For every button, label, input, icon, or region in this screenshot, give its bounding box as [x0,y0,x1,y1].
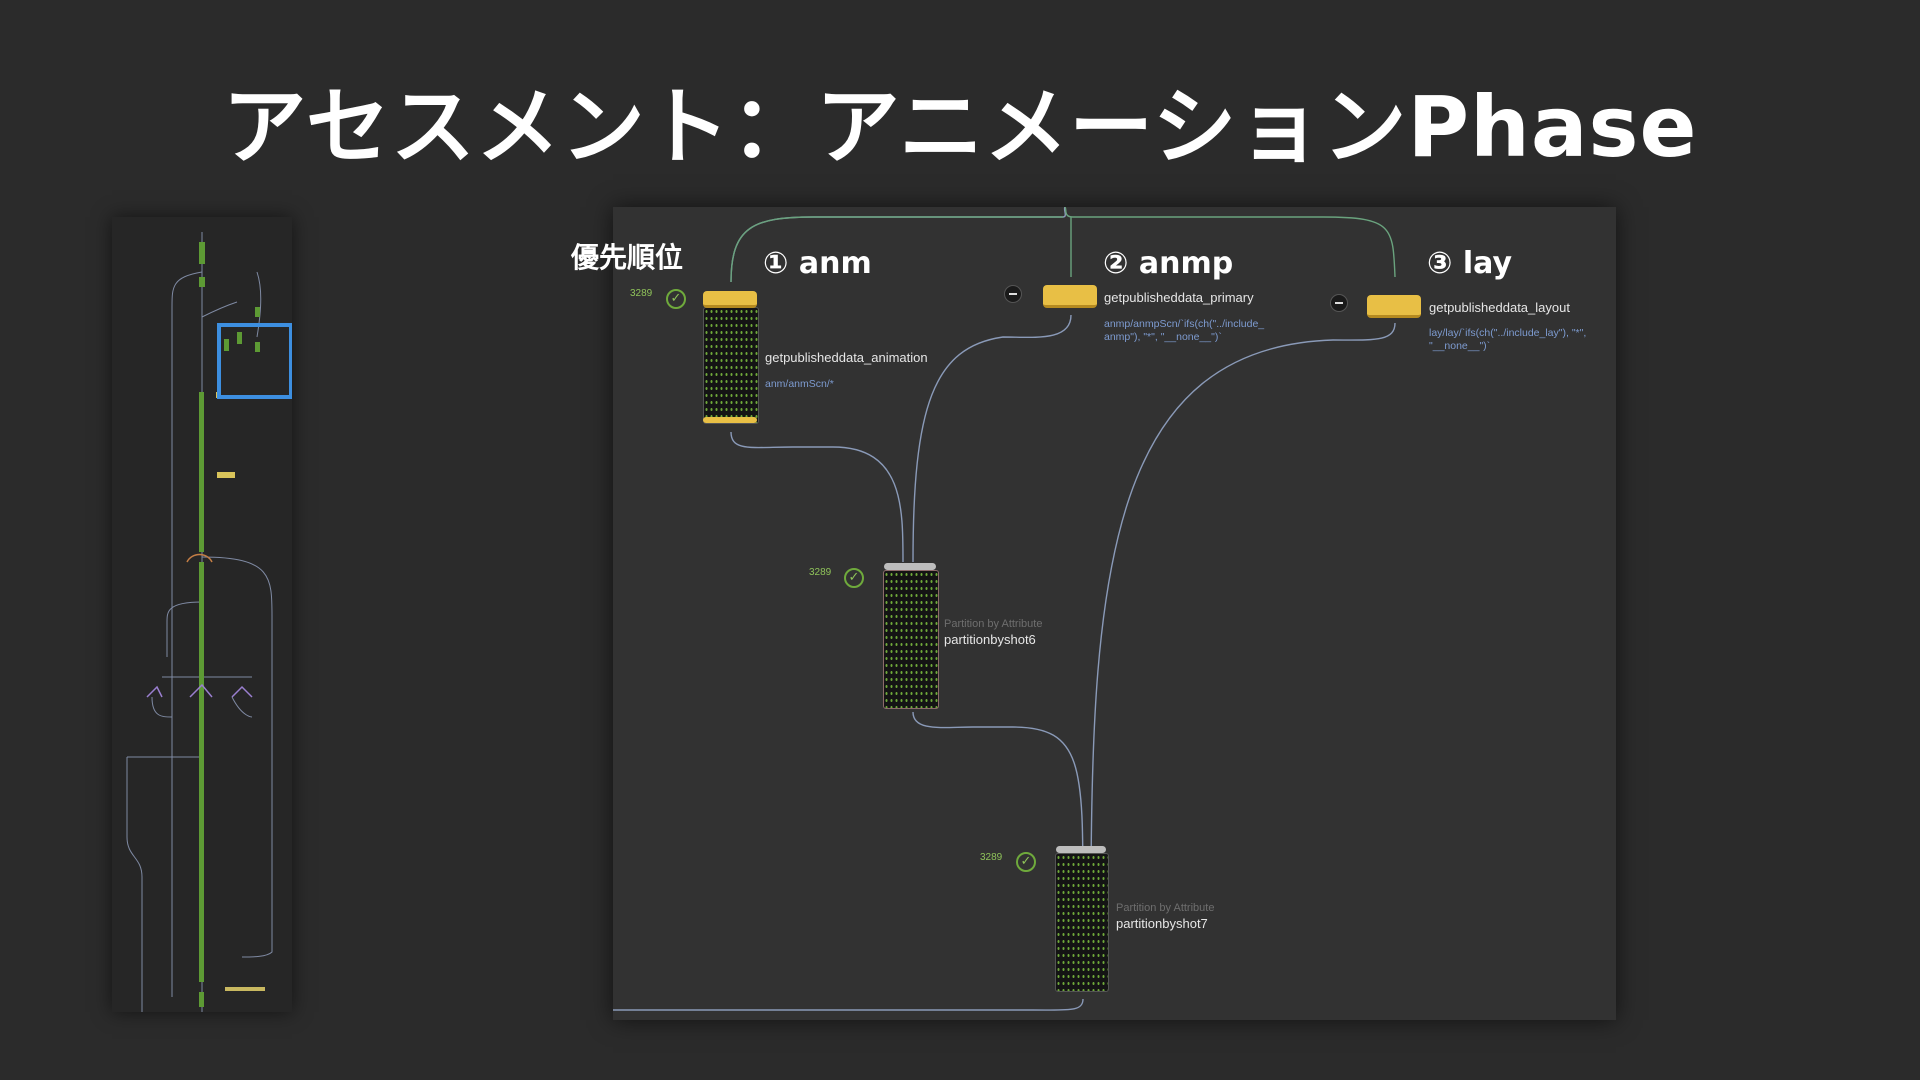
primary-node[interactable] [1043,285,1097,308]
layout-bypass-icon[interactable] [1330,294,1348,312]
priority-item-anm: ① anm [763,246,872,281]
overview-graph [126,232,292,1012]
primary-node-param-line2: anmp"), "*", "__none__")` [1104,331,1222,343]
priority-item-lay: ③ lay [1427,246,1513,281]
partition7-cook-check-icon[interactable]: ✓ [1016,852,1036,872]
anim-node-name: getpublisheddata_animation [765,350,928,365]
partition7-item-count: 3289 [980,852,1003,863]
partition6-node-type: Partition by Attribute [944,618,1043,630]
layout-node[interactable] [1367,295,1421,318]
partition6-node-body[interactable] [883,570,939,709]
partition7-node-type: Partition by Attribute [1116,902,1215,914]
layout-node-name: getpublisheddata_layout [1429,300,1570,315]
primary-node-param-line1: anmp/anmpScn/`ifs(ch("../include_ [1104,318,1265,330]
slide-title: アセスメント：アニメーションPhase [222,78,1698,176]
layout-node-param-line1: lay/lay/`ifs(ch("../include_lay"), "*", [1429,327,1587,339]
anim-item-count: 3289 [630,288,653,299]
anim-node-foot [703,417,757,423]
anim-node-head[interactable] [703,291,757,308]
anim-cook-check-icon[interactable]: ✓ [666,289,686,309]
layout-node-param-line2: "__none__")` [1429,340,1491,352]
partition6-node-head[interactable] [884,563,936,570]
priority-label: 優先順位 [571,241,684,274]
partition7-node-name: partitionbyshot7 [1116,916,1208,931]
primary-bypass-icon[interactable] [1004,285,1022,303]
overview-highlight-frame [217,323,292,399]
partition7-node-head[interactable] [1056,846,1106,853]
priority-item-anmp: ② anmp [1103,246,1234,281]
primary-node-name: getpublisheddata_primary [1104,290,1254,305]
partition6-item-count: 3289 [809,567,832,578]
node-network-panel[interactable] [613,207,1616,1020]
partition6-node-name: partitionbyshot6 [944,632,1036,647]
network-wires [613,207,1396,1011]
network-overview[interactable] [112,217,292,1012]
partition6-cook-check-icon[interactable]: ✓ [844,568,864,588]
anim-node-body[interactable] [703,307,759,424]
partition7-node-body[interactable] [1055,853,1109,992]
anim-node-param: anm/anmScn/* [765,378,834,390]
